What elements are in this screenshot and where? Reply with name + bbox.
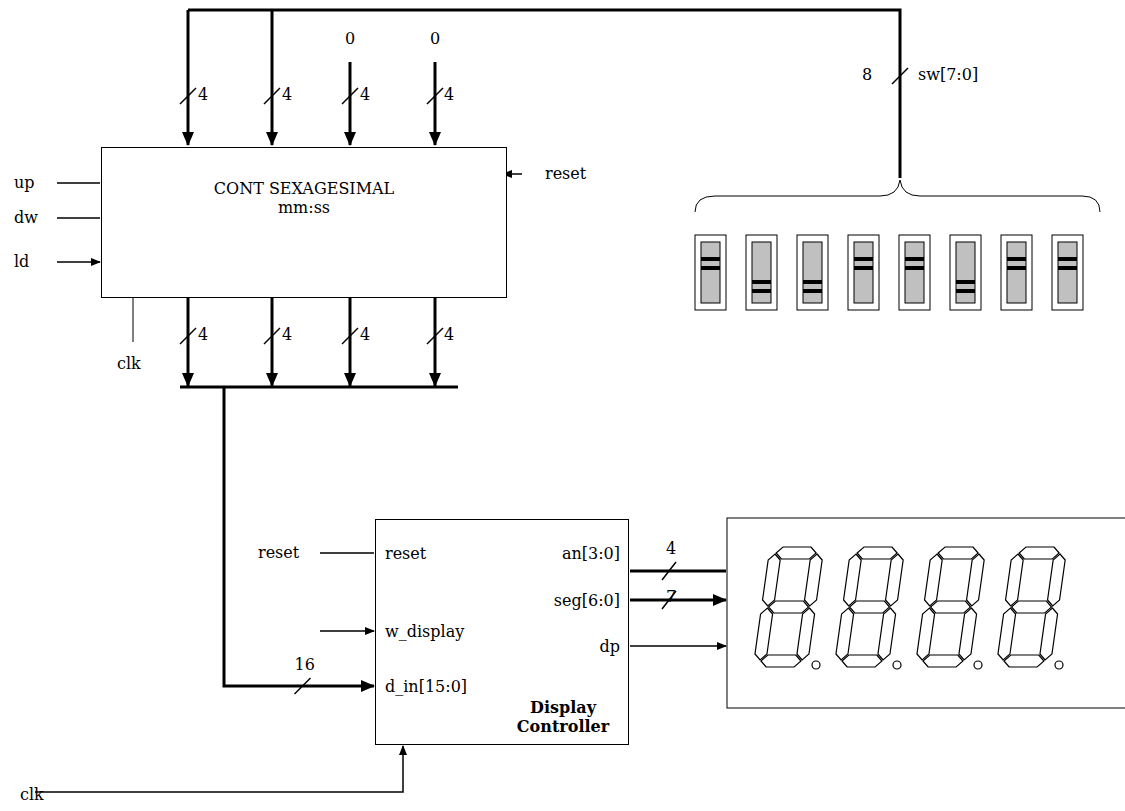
bus-width: 4 — [198, 86, 208, 104]
signal-name: ld — [14, 253, 29, 271]
counter-block: CONT SEXAGESIMALmm:ss — [101, 147, 507, 298]
bus-width: 4 — [360, 326, 370, 344]
port-name: w_display — [385, 623, 464, 641]
constant-value: 0 — [430, 30, 440, 48]
signal-name: reset — [545, 165, 586, 183]
bus-width: 8 — [862, 66, 872, 84]
signal-name: dw — [14, 209, 38, 227]
signal-name: sw[7:0] — [918, 66, 978, 84]
signal-name: clk — [117, 355, 141, 373]
signal-name: up — [14, 174, 35, 192]
bus-width: 4 — [444, 86, 454, 104]
port-name: dp — [600, 638, 620, 656]
bus-width: 4 — [444, 326, 454, 344]
bus-width: 4 — [666, 540, 676, 558]
bus-width: 16 — [295, 656, 315, 674]
signal-name: clk — [20, 786, 44, 804]
port-name: reset — [385, 545, 426, 563]
dip-switch-bank — [695, 235, 1083, 310]
seven-segment-digits — [753, 547, 1067, 669]
block-title: mm:ss — [102, 199, 506, 217]
block-title: CONT SEXAGESIMAL — [102, 180, 506, 198]
port-name: d_in[15:0] — [385, 678, 467, 696]
signal-name: reset — [258, 544, 299, 562]
bus-width: 4 — [198, 326, 208, 344]
block-title: Display Controller — [504, 698, 622, 736]
constant-value: 0 — [345, 30, 355, 48]
bus-width: 4 — [282, 326, 292, 344]
port-name: seg[6:0] — [554, 592, 620, 610]
bus-width: 4 — [360, 86, 370, 104]
display-controller-block: reset w_display d_in[15:0] an[3:0] seg[6:0] d… — [375, 519, 629, 745]
seven-segment-display — [727, 518, 1125, 708]
bus-width: 4 — [282, 86, 292, 104]
bus-width: 7 — [666, 588, 676, 606]
port-name: an[3:0] — [562, 545, 620, 563]
